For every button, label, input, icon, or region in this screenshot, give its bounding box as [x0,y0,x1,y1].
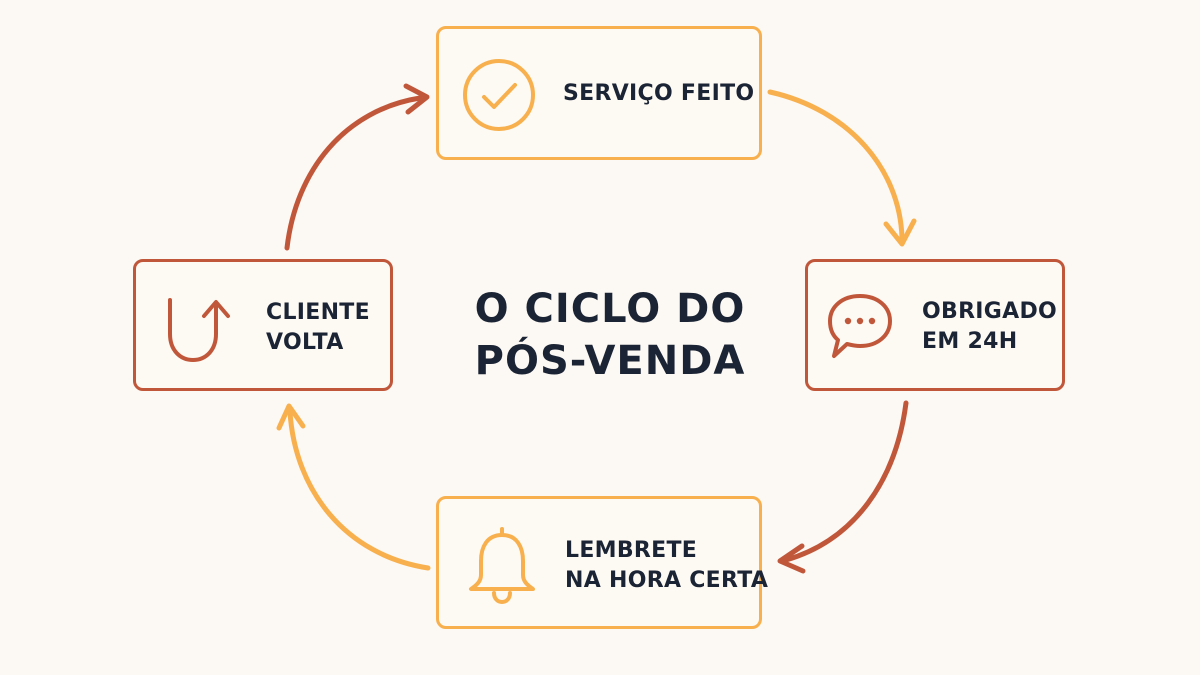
step-lembrete-line-2: NA HORA CERTA [565,568,769,593]
chat-bubble-icon [828,294,892,358]
arrowhead-servico-to-obrigado [883,218,917,247]
step-obrigado-line-1: OBRIGADO [922,299,1058,324]
arrow-servico-to-obrigado [767,89,905,241]
bell-icon [469,527,535,605]
arrowhead-obrigado-to-lembrete [777,543,806,574]
arrowhead-cliente-to-servico [403,83,430,115]
step-cliente-volta: CLIENTE VOLTA [133,259,393,391]
diagram-title: O CICLO DO PÓS-VENDA [410,283,810,387]
step-cliente-line-1: CLIENTE [266,300,370,325]
step-lembrete-line-1: LEMBRETE [565,538,698,563]
return-arrow-icon [168,298,230,363]
step-obrigado-label: OBRIGADO EM 24H [922,297,1057,357]
diagram-title-line-1: O CICLO DO [474,286,746,332]
step-servico-feito: SERVIÇO FEITO [436,26,762,160]
step-lembrete-label: LEMBRETE NA HORA CERTA [565,536,768,596]
step-cliente-label: CLIENTE VOLTA [266,298,370,358]
arrow-obrigado-to-lembrete [783,400,909,563]
step-obrigado-line-2: EM 24H [922,329,1018,354]
arrow-cliente-to-servico [284,95,423,251]
diagram-title-line-2: PÓS-VENDA [474,338,746,384]
step-obrigado-em-24h: OBRIGADO EM 24H [805,259,1065,391]
step-servico-line-1: SERVIÇO FEITO [563,81,755,106]
check-circle-icon [463,59,535,131]
step-servico-label: SERVIÇO FEITO [563,79,754,109]
step-cliente-line-2: VOLTA [266,330,344,355]
step-lembrete-na-hora-certa: LEMBRETE NA HORA CERTA [436,496,768,629]
arrow-lembrete-to-cliente [287,409,431,571]
arrowhead-lembrete-to-cliente [276,403,306,431]
